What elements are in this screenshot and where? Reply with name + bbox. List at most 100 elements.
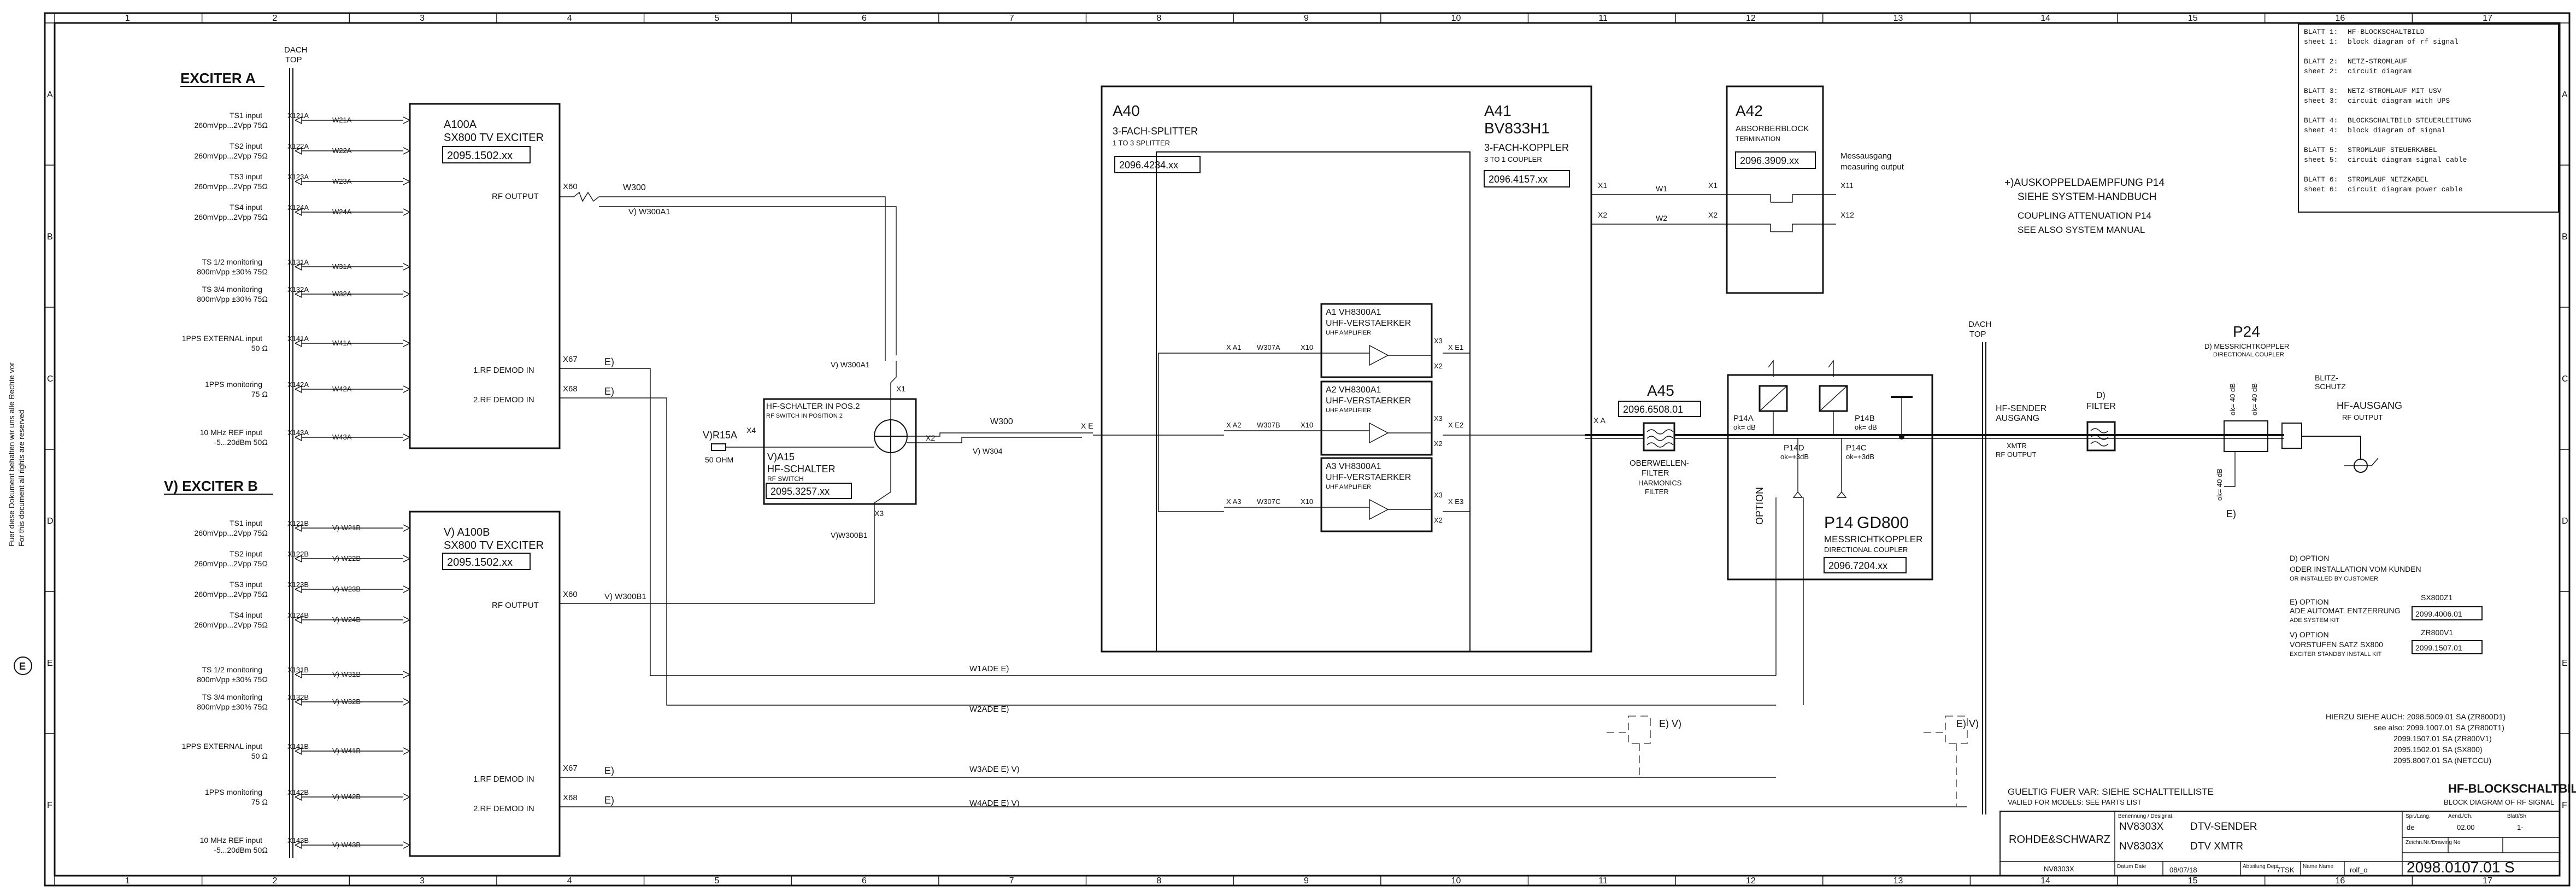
exciter-a-rf-output: RF OUTPUT [492,192,539,201]
exciter-b-demod2: 2.RF DEMOD IN [473,804,534,813]
right-top: TOP [1969,330,1986,339]
option-v-title: V) OPTION [2290,630,2329,639]
load-resistor-icon [711,443,726,451]
switch-part: 2095.3257.xx [771,486,830,497]
column-label: 11 [1598,876,1608,886]
a45-name2: FILTER [1642,468,1669,478]
a41-name: 3-FACH-KOPPLER [1484,142,1569,153]
input-label: TS3 input [230,580,262,589]
see-also-1: HIERZU SIEHE AUCH: 2098.5009.01 SA (ZR80… [2326,712,2506,721]
amp-in-port: X A1 [1226,343,1241,351]
amp-out-port: X E1 [1448,343,1463,351]
amp-out-port: X E2 [1448,421,1463,429]
input-spec: 260mVpp...2Vpp 75Ω [194,182,268,191]
column-label: 3 [420,14,425,23]
column-label: 14 [2040,14,2050,23]
switch-pos-de: HF-SCHALTER IN POS.2 [766,402,860,411]
p24-db1: ok= 40 dB [2228,383,2237,415]
port-arrow-icon [403,147,411,155]
p14-name: MESSRICHTKOPPLER [1824,534,1922,544]
switch-part-box [766,483,852,499]
input-label: TS3 input [230,172,262,181]
antenna-mast [2344,458,2379,466]
a42-x12: X12 [1840,210,1854,219]
p14-option-vertical: OPTION [1754,487,1765,525]
port-arrow-icon [403,524,411,532]
switch-x3: X3 [874,509,884,518]
input-connector: X123A [287,173,309,181]
input-label: TS1 input [230,111,262,120]
sw-out [907,432,1093,437]
a40-name: 3-FACH-SPLITTER [1113,126,1198,137]
amp-x3: X3 [1434,491,1443,499]
switch-w304: V) W304 [973,447,1003,455]
see-also-3: 2099.1507.01 SA (ZR800V1) [2393,734,2492,743]
input-label: 1PPS EXTERNAL input [182,742,262,751]
input-connector: X143A [287,429,309,437]
exciter-a-x67: X67 [563,355,578,364]
port-arrow-icon [403,178,411,185]
switch-name: HF-SCHALTER [767,464,836,474]
a42-trace2 [1591,224,1771,232]
a40-sub: 1 TO 3 SPLITTER [1113,139,1170,147]
a41-id: A41 [1484,102,1512,119]
amplifier-sub: UHF AMPLIFIER [1326,330,1371,336]
port-arrow-icon [403,555,411,562]
amp-x10: X10 [1301,497,1313,506]
p14c-detector [1836,438,1847,498]
column-label: 17 [2483,876,2492,886]
sheet-entry-de-title: BLOCKSCHALTBILD STEUERLEITUNG [2348,116,2471,125]
sheet-entry-en: sheet 3: [2304,97,2338,105]
sheet-label: Blatt/Sh [2507,813,2526,819]
name-value: rolf_o [2350,866,2368,874]
date-value: 08/07/18 [2169,866,2197,874]
input-connector: X141A [287,335,309,343]
exciter-b-rf-output: RF OUTPUT [492,601,539,610]
row-label: A [2562,90,2568,99]
p14d-db: ok=+3dB [1780,453,1809,461]
column-label: 10 [1451,14,1461,23]
exciter-b-id: V) A100B [444,526,490,538]
a42-id: A42 [1736,102,1763,119]
sheet-entry-de: BLATT 6: [2304,175,2338,184]
a41-xa: X A [1593,416,1605,425]
sheet-entry-en: sheet 1: [2304,38,2338,46]
sheet-entry-en: sheet 2: [2304,67,2338,75]
sheet-list-box [2298,24,2559,213]
p14d-detector [1792,438,1803,498]
row-label: A [47,90,53,99]
input-label: TS 3/4 monitoring [202,285,263,294]
see-also-5: 2095.8007.01 SA (NETCCU) [2393,756,2491,765]
harmonics-filter-icon [1643,422,1675,452]
p14a-antenna-icon [1768,359,1774,377]
input-label: 1PPS monitoring [205,788,262,796]
ce-mark-text: E [19,661,26,672]
port-arrow-icon [403,671,411,678]
a40-part-box [1114,156,1201,173]
column-label: 6 [862,14,867,23]
w2ade-label: W2ADE E) [969,705,1009,714]
column-label: 1 [125,876,130,886]
input-connector: X143B [287,836,309,845]
input-connector: X131A [287,258,309,266]
column-label: 7 [1009,14,1014,23]
amplifier-id: A2 VH8300A1 [1326,385,1381,395]
a42-out1 [1771,194,1836,203]
svg-text:OPTION: OPTION [1754,487,1765,525]
input-label: 10 MHz REF input [200,836,262,845]
amp-wire: W307A [1257,343,1280,351]
column-label: 5 [714,14,719,23]
a45-name: OBERWELLEN- [1630,459,1689,468]
p14-sub: DIRECTIONAL COUPLER [1824,546,1908,554]
ade-switch1-icon [1628,716,1651,744]
column-label: 9 [1304,876,1309,886]
port-arrow-icon [403,841,411,849]
input-connector: X124B [287,611,309,619]
a42-x11: X11 [1840,181,1854,190]
a42-w1: W1 [1656,184,1667,193]
exciter-a-demod1: 1.RF DEMOD IN [473,366,534,375]
exciter-a-id: A100A [444,119,477,131]
input-spec: 75 Ω [251,798,268,806]
